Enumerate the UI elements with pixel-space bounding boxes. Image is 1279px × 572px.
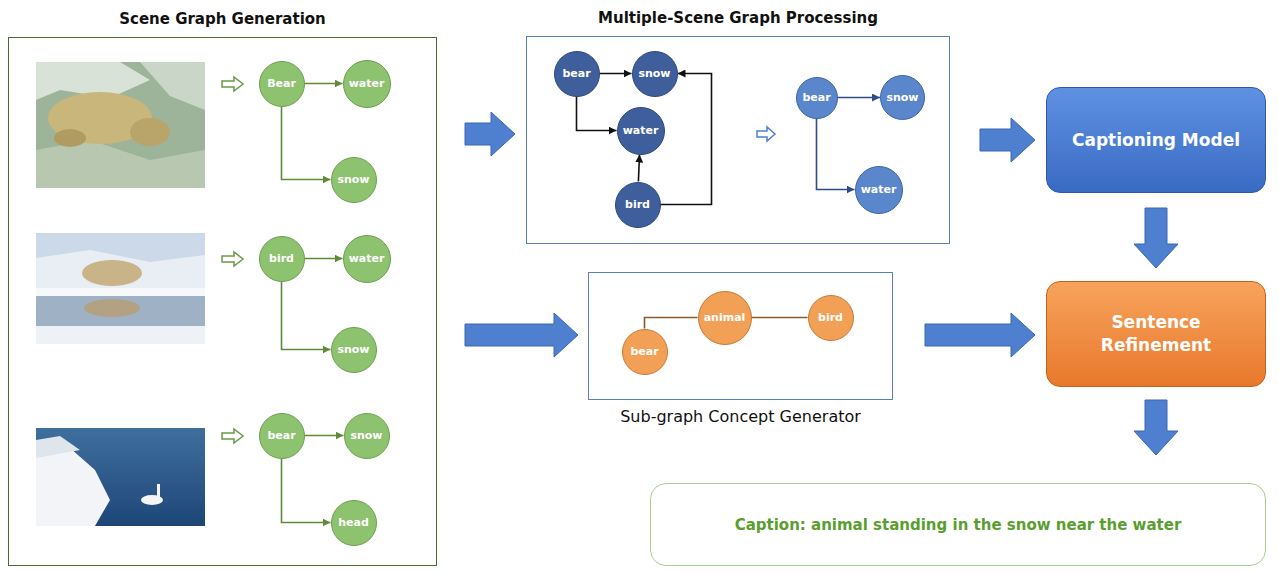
graph-node: water [343,60,391,108]
caption-box: Caption: animal standing in the snow nea… [650,483,1266,566]
graph-node: snow [632,51,678,97]
graph-node: bear [554,51,600,97]
graph-edge [600,73,632,75]
node-label: head [338,517,369,528]
graph-edge [838,97,881,99]
graph-edge [752,317,808,319]
small-arrow [757,127,775,141]
node-label: bird [818,312,843,323]
box-label: Sentence Refinement [1091,311,1221,357]
small-arrows [222,77,243,443]
graph-node: snow [880,75,925,120]
graph-node: water [343,235,391,283]
photo-bear-ice [36,62,205,188]
flow-arrow [925,313,1035,357]
graph-node: bird [808,295,854,341]
graph-edge [282,459,331,523]
graph-node: water [617,107,665,155]
graph-edge [577,97,617,131]
graph-edge [638,155,639,182]
processing-panel: Multiple-Scene Graph Processingbearsnoww… [526,36,950,244]
flow-arrow [1134,208,1178,268]
photo-bear-snow [36,233,205,344]
node-label: water [623,125,659,136]
node-label: snow [886,92,918,103]
caption-text: Caption: animal standing in the snow nea… [723,516,1194,534]
panel-heading: Multiple-Scene Graph Processing [527,9,949,27]
graph-node: bird [615,182,661,228]
graph-node: snow [331,327,377,373]
graph-node: Bear [259,61,305,107]
subgraph-panel: Sub-graph Concept Generatorbearanimalbir… [588,272,893,400]
photo-swan-lake [36,428,205,526]
node-label: bird [269,253,294,264]
captioning-model-box: Captioning Model [1046,87,1266,193]
node-label: Bear [267,78,296,89]
graph-node: water [855,166,903,214]
node-label: snow [350,430,382,441]
graph-edge [817,119,855,190]
node-label: snow [638,68,670,79]
graph-edge [305,258,343,260]
panel-heading: Scene Graph Generation [9,10,436,28]
graph-edge [282,282,331,350]
node-label: bear [802,92,830,103]
node-label: bear [630,346,658,357]
node-label: snow [337,344,369,355]
graph-node: snow [344,413,390,459]
panel-heading: Sub-graph Concept Generator [589,407,892,426]
flow-arrow [465,112,515,156]
node-label: bear [562,68,590,79]
sentence-refinement-box: Sentence Refinement [1046,281,1266,387]
graph-node: head [331,500,377,546]
flow-arrow [1134,400,1178,455]
graph-node: bear [796,77,838,119]
graph-node: bear [622,329,668,375]
graph-edge [305,83,343,85]
graph-node: bear [259,413,305,459]
graph-edge [305,435,344,437]
scene-graph-panel: Scene Graph GenerationBearwatersnowbirdw… [8,37,437,566]
graph-edge [661,74,712,205]
graph-edge [645,318,698,329]
node-label: water [349,253,385,264]
node-label: snow [337,174,369,185]
node-label: bird [625,199,650,210]
node-label: water [349,78,385,89]
graph-node: snow [331,157,377,203]
graph-node: bird [259,236,305,282]
node-label: water [861,184,897,195]
box-label: Captioning Model [1072,129,1240,152]
flow-arrow [465,313,578,357]
flow-arrow [980,118,1035,162]
graph-node: animal [698,291,752,345]
node-label: animal [704,312,746,323]
graph-edge [282,107,331,180]
node-label: bear [267,430,295,441]
